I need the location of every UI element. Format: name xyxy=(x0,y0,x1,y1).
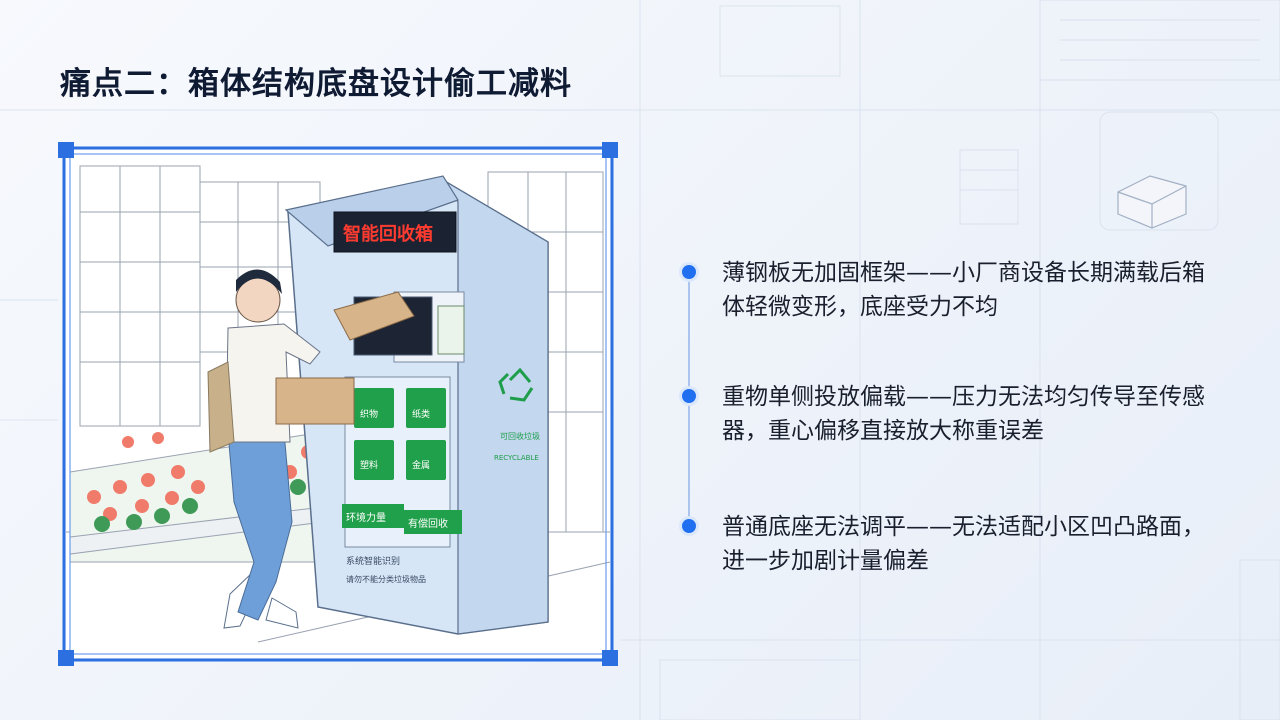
bullet-text: 薄钢板无加固框架——小厂商设备长期满载后箱体轻微变形，底座受力不均 xyxy=(722,260,1205,320)
recycling-kiosk-illustration: 智能回收箱 织物 纸类 塑料 金属 环境力量 有偿回收 可回收垃圾 RECYCL… xyxy=(58,142,618,666)
recycling-kiosk xyxy=(284,175,549,635)
side-label-cn: 可回收垃圾 xyxy=(500,431,540,441)
illustration-frame xyxy=(62,146,614,662)
bullet-item: 重物单侧投放偏载——压力无法均匀传导至传感器，重心偏移直接放大称重误差 xyxy=(682,380,1222,448)
recycle-icon xyxy=(498,367,534,402)
kiosk-display-sign: 智能回收箱 xyxy=(343,223,433,245)
green-label-right: 有偿回收 xyxy=(408,517,448,530)
bullet-text: 重物单侧投放偏载——压力无法均匀传导至传感器，重心偏移直接放大称重误差 xyxy=(722,384,1205,444)
category-paper: 纸类 xyxy=(412,408,430,420)
person-figure xyxy=(207,269,415,629)
bullet-dot-icon xyxy=(682,265,696,279)
category-textile: 织物 xyxy=(360,408,378,420)
category-plastic: 塑料 xyxy=(360,459,378,471)
bullet-item: 普通底座无法调平——无法适配小区凹凸路面，进一步加剧计量偏差 xyxy=(682,510,1222,578)
bottom-label-2: 请勿不能分类垃圾物品 xyxy=(346,574,426,584)
bullet-dot-icon xyxy=(682,389,696,403)
green-label-left: 环境力量 xyxy=(346,511,386,524)
bullet-text: 普通底座无法调平——无法适配小区凹凸路面，进一步加剧计量偏差 xyxy=(722,514,1205,574)
slide-title: 痛点二：箱体结构底盘设计偷工减料 xyxy=(60,66,572,102)
side-label-en: RECYCLABLE xyxy=(494,454,539,462)
bullet-dot-icon xyxy=(682,519,696,533)
category-metal: 金属 xyxy=(412,459,430,471)
bottom-label-1: 系统智能识别 xyxy=(346,555,400,567)
bullet-item: 薄钢板无加固框架——小厂商设备长期满载后箱体轻微变形，底座受力不均 xyxy=(682,256,1222,324)
